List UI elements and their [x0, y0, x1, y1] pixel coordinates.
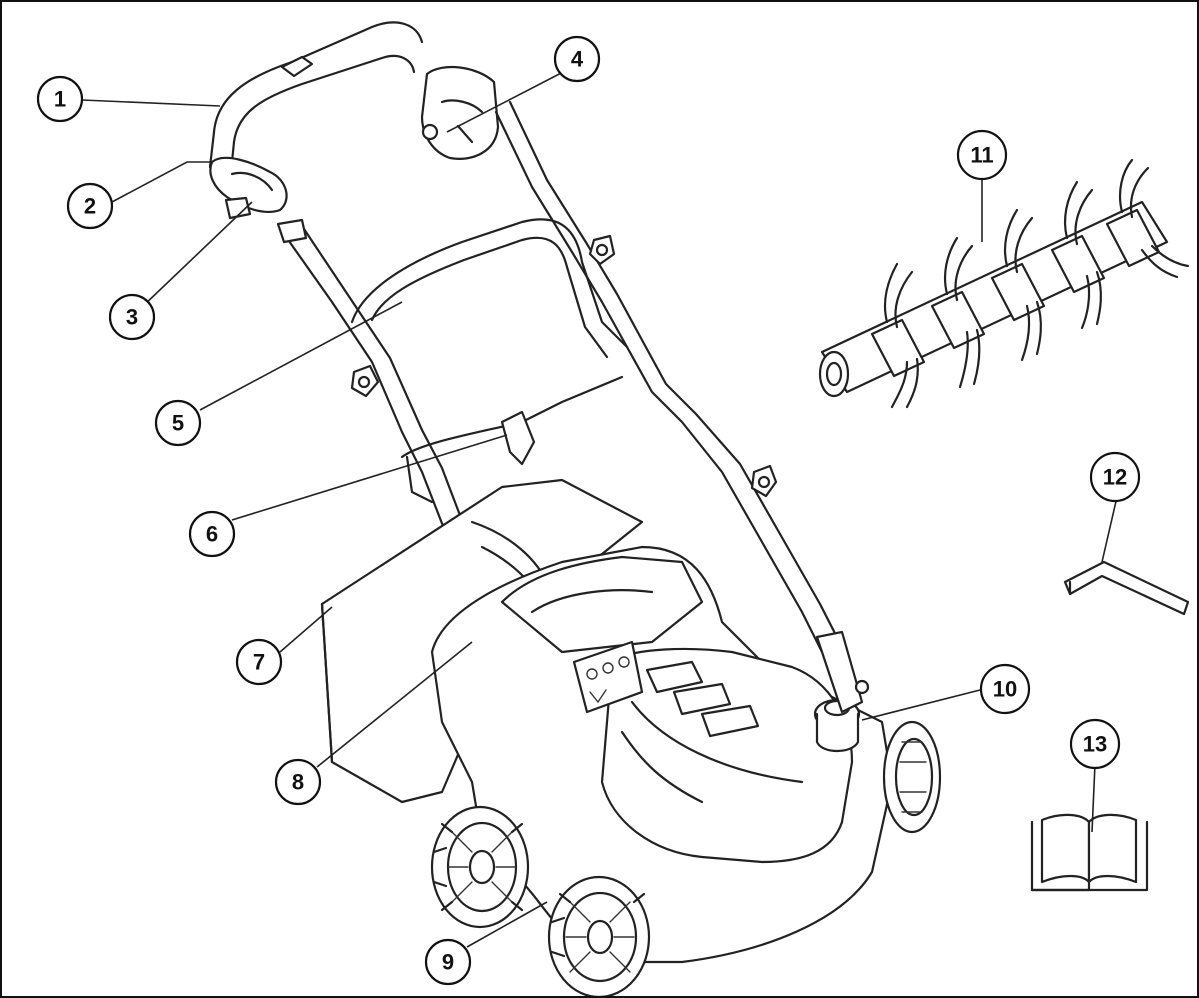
rear-right-wheel	[882, 720, 942, 834]
front-left-wheel	[430, 805, 530, 929]
right-handle-tube	[494, 100, 844, 654]
front-right-wheel	[547, 875, 651, 996]
callout-9-label: 9	[442, 950, 454, 975]
callout-4-label: 4	[571, 47, 584, 72]
callout-2: 2	[66, 182, 114, 230]
aerator-roller	[818, 158, 1190, 409]
callout-8-label: 8	[292, 770, 304, 795]
callout-10-label: 10	[993, 677, 1017, 702]
callout-3: 3	[108, 293, 156, 341]
cable-clip-lower	[400, 375, 624, 504]
callout-5: 5	[154, 399, 202, 447]
callout-1-label: 1	[54, 87, 66, 112]
callout-3-label: 3	[126, 305, 138, 330]
callout-6: 6	[188, 510, 236, 558]
callout-8: 8	[274, 758, 322, 806]
callout-7: 7	[235, 638, 283, 686]
leader-lines	[81, 69, 1118, 948]
callout-1: 1	[36, 75, 84, 123]
callout-6-label: 6	[206, 522, 218, 547]
callout-5-label: 5	[172, 411, 184, 436]
lower-handle	[350, 218, 629, 359]
depth-control-panel	[572, 640, 644, 714]
right-bracket	[815, 630, 870, 714]
callout-11-label: 11	[970, 143, 993, 168]
hex-key	[1063, 560, 1190, 616]
upper-handle	[208, 21, 424, 204]
callout-12: 12	[1089, 451, 1141, 503]
callout-13: 13	[1069, 718, 1121, 770]
callout-10: 10	[979, 663, 1031, 715]
cable-clip	[280, 55, 314, 78]
callout-11: 11	[956, 129, 1008, 181]
motor-cover	[600, 647, 854, 864]
manual-book-icon	[1030, 813, 1149, 892]
callout-4: 4	[553, 35, 601, 83]
switch-lever	[209, 156, 288, 220]
callout-9: 9	[424, 938, 472, 986]
callout-2-label: 2	[84, 194, 96, 219]
callout-7-label: 7	[253, 650, 265, 675]
callout-13-label: 13	[1083, 732, 1107, 757]
callout-12-label: 12	[1103, 465, 1127, 490]
switch-box	[420, 66, 500, 160]
